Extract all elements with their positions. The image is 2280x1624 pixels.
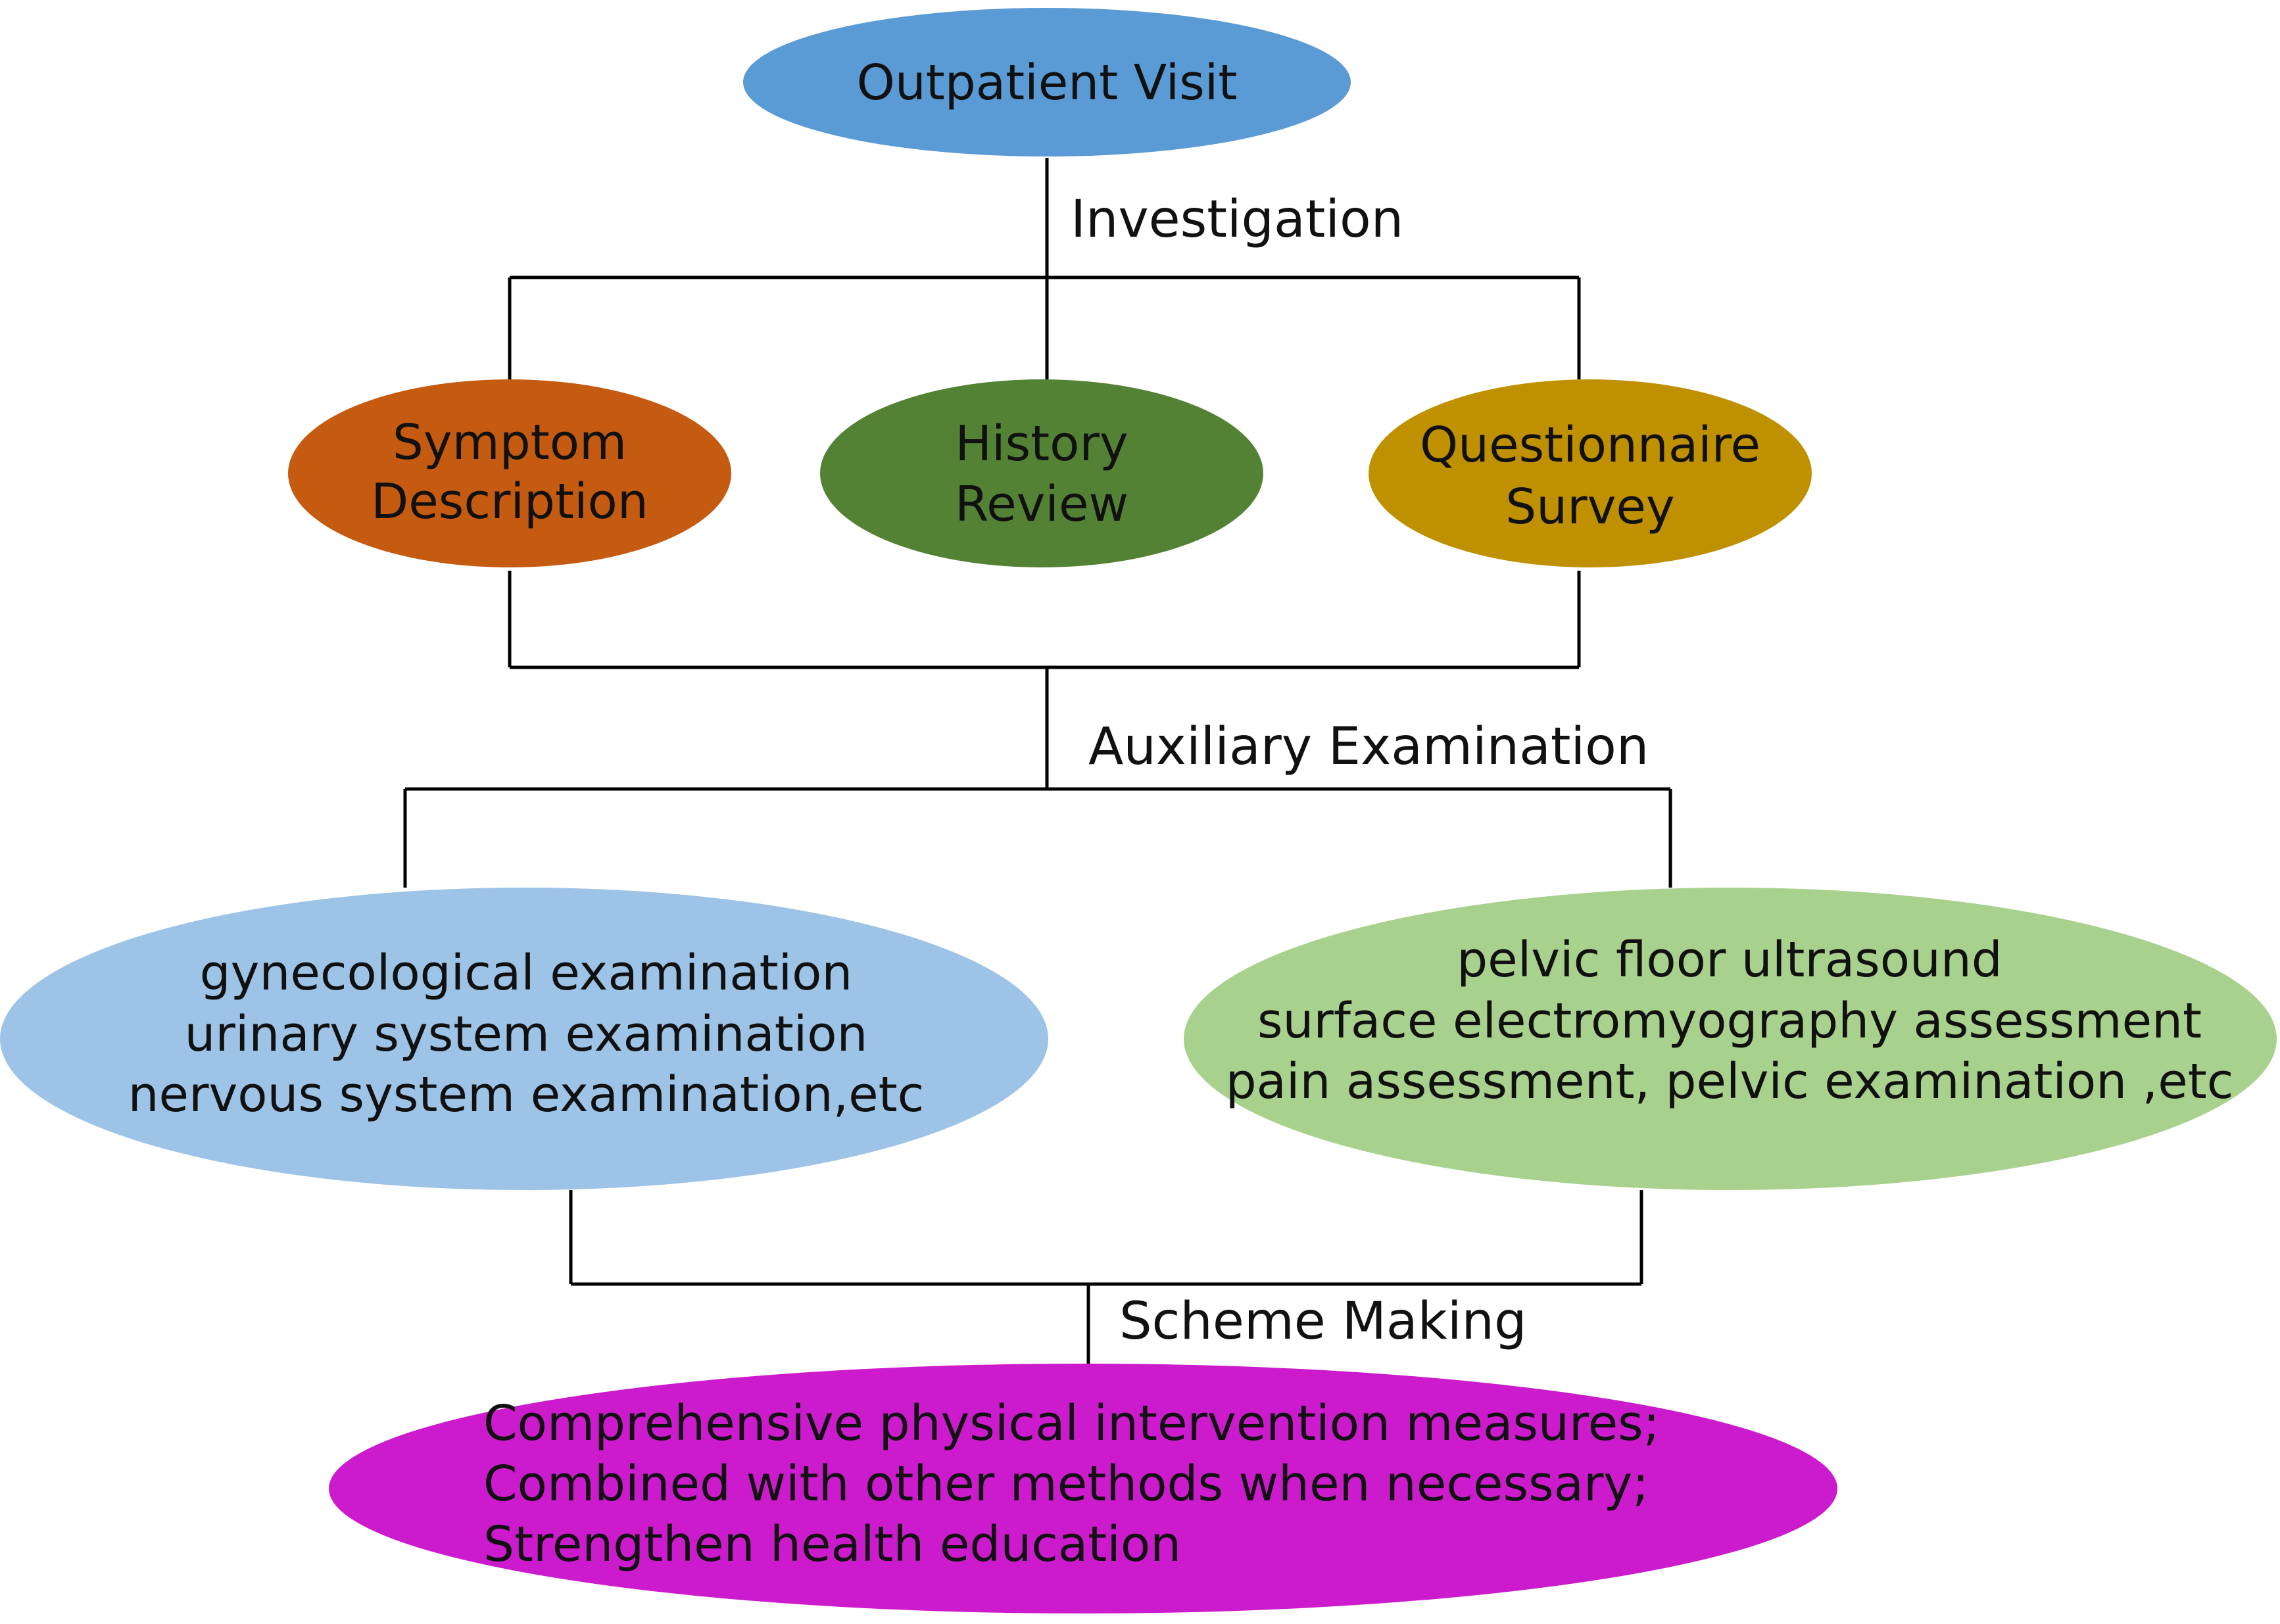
node-clinical-examinations: gynecological examination urinary system… (0, 888, 1048, 1190)
node-clinical-exam-line: urinary system examination (185, 1006, 868, 1063)
node-history-shape (820, 379, 1263, 567)
node-scheme-line: Combined with other methods when necessa… (483, 1456, 1649, 1512)
node-questionnaire-shape (1369, 379, 1812, 567)
node-special-exam-line: pelvic floor ultrasound (1457, 932, 2002, 988)
connectors (403, 158, 1672, 1366)
node-special-examinations: pelvic floor ultrasound surface electrom… (1184, 888, 2277, 1190)
node-symptom-shape (288, 379, 731, 567)
node-symptom-line: Description (371, 473, 648, 530)
node-clinical-exam-shape (0, 888, 1048, 1190)
node-scheme-line: Strengthen health education (483, 1516, 1181, 1573)
stage-label-auxiliary: Auxiliary Examination (1088, 717, 1649, 776)
node-history-review: History Review (820, 379, 1263, 567)
node-questionnaire-survey: Questionnaire Survey (1369, 379, 1812, 567)
node-history-line: History (955, 416, 1128, 472)
node-outpatient-label: Outpatient Visit (857, 55, 1238, 111)
node-history-line: Review (955, 476, 1128, 533)
node-scheme-shape (329, 1364, 1837, 1613)
node-clinical-exam-line: nervous system examination,etc (128, 1066, 925, 1123)
stage-label-investigation: Investigation (1071, 190, 1403, 249)
node-special-exam-shape (1184, 888, 2277, 1190)
node-symptom-description: Symptom Description (288, 379, 731, 567)
node-special-exam-line: pain assessment, pelvic examination ,etc (1226, 1053, 2234, 1110)
node-questionnaire-line: Survey (1505, 479, 1674, 535)
node-clinical-exam-line: gynecological examination (200, 945, 853, 1001)
node-symptom-line: Symptom (393, 414, 627, 471)
node-outpatient-visit: Outpatient Visit (743, 8, 1351, 156)
node-scheme-line: Comprehensive physical intervention meas… (483, 1395, 1660, 1452)
stage-label-scheme: Scheme Making (1119, 1292, 1526, 1351)
node-questionnaire-line: Questionnaire (1420, 417, 1760, 473)
node-special-exam-line: surface electromyography assessment (1257, 993, 2202, 1049)
node-outpatient-shape (743, 8, 1351, 156)
node-treatment-scheme: Comprehensive physical intervention meas… (329, 1364, 1837, 1613)
